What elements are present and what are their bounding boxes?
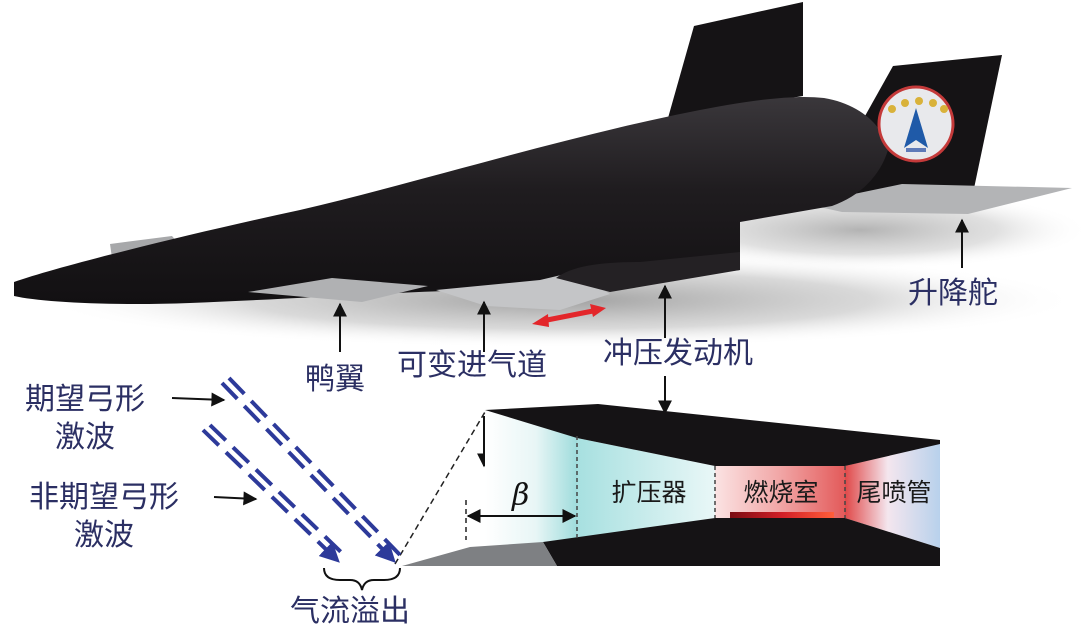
nozzle-section bbox=[845, 442, 940, 548]
desired-shock-label-line2: 激波 bbox=[55, 420, 115, 455]
engine-cross-section bbox=[402, 404, 940, 566]
ramjet-label: 冲压发动机 bbox=[603, 336, 753, 371]
engine-pod bbox=[556, 252, 740, 292]
vertical-fin-front bbox=[668, 2, 803, 118]
desired-shock-line bbox=[220, 376, 402, 563]
canard-surface bbox=[248, 278, 428, 302]
flame-bar bbox=[730, 512, 834, 518]
diffuser-section bbox=[577, 438, 715, 540]
undesired-shock-label-line2: 激波 bbox=[74, 518, 134, 553]
inlet-adjust-arrow bbox=[532, 304, 606, 327]
compression-ramp bbox=[402, 542, 557, 566]
nozzle-label: 尾喷管 bbox=[856, 478, 932, 507]
spillage-brace bbox=[323, 567, 401, 591]
undesired-shock-pointer bbox=[213, 491, 258, 506]
combustor-label: 燃烧室 bbox=[743, 478, 819, 507]
variable-inlet-label: 可变进气道 bbox=[397, 348, 547, 383]
elevator-label: 升降舵 bbox=[908, 276, 998, 311]
spillage-label: 气流溢出 bbox=[290, 594, 410, 629]
diffuser-label: 扩压器 bbox=[611, 478, 687, 507]
inlet-ramp bbox=[436, 272, 610, 310]
cowl-upper bbox=[485, 404, 940, 466]
fuselage bbox=[14, 96, 888, 305]
star-emblem-icon bbox=[877, 85, 955, 163]
combustor-section bbox=[715, 466, 845, 518]
undesired-shock-line bbox=[201, 423, 346, 563]
desired-shock-label-line1: 期望弓形 bbox=[25, 382, 145, 417]
canard-label: 鸭翼 bbox=[305, 362, 365, 397]
beta-symbol: β bbox=[512, 478, 530, 513]
undesired-shock-label-line1: 非期望弓形 bbox=[29, 480, 179, 515]
desired-shock-pointer bbox=[171, 392, 226, 407]
cowl-lower bbox=[543, 518, 940, 566]
elevator-surface bbox=[806, 184, 1072, 214]
projection-line bbox=[394, 411, 486, 565]
